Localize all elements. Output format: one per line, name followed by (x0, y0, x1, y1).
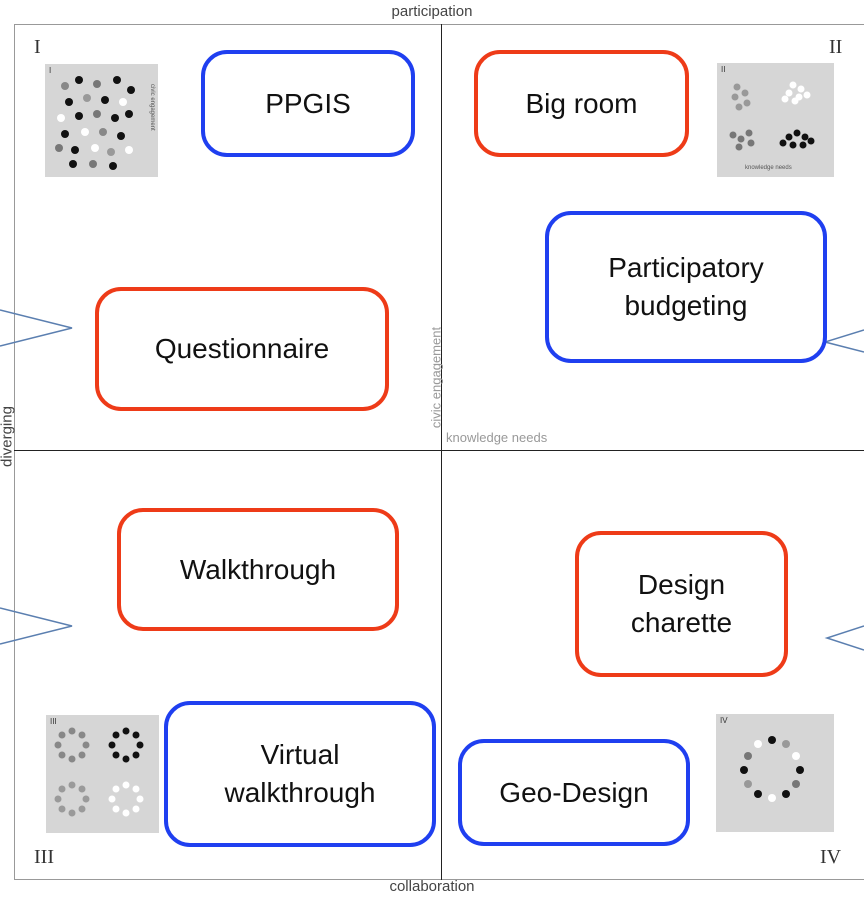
horizontal-divider (14, 450, 864, 451)
axis-label-bottom: collaboration (389, 878, 475, 895)
participatory-budgeting-box: Participatory budgeting (545, 211, 827, 363)
thumbnail-side-label-1: civic engagement (149, 84, 155, 131)
thumbnail-quadrant-2: II knowledge needs (717, 63, 834, 177)
quadrant-label-4: IV (820, 846, 842, 868)
single-ring-icon (740, 736, 804, 802)
ppgis-box: PPGIS (201, 50, 415, 157)
scatter-dots-icon (55, 76, 135, 170)
axis-label-top: participation (391, 3, 473, 20)
quadrant-label-2: II (829, 36, 843, 58)
thumbnail-label-2: II (721, 65, 726, 74)
callout-pointer-lower-left (0, 607, 73, 645)
diagram-frame (14, 24, 864, 880)
big-room-box: Big room (474, 50, 689, 157)
design-charette-box: Design charette (575, 531, 788, 677)
walkthrough-box: Walkthrough (117, 508, 399, 631)
cluster-dots-icon (729, 81, 815, 151)
ring-dots-icon (54, 727, 144, 817)
thumbnail-quadrant-3: III (46, 715, 159, 833)
thumbnail-bottom-label-2: knowledge needs (745, 165, 792, 171)
center-label-vertical: civic engagement (428, 326, 444, 429)
thumbnail-quadrant-4: IV (716, 714, 834, 832)
vertical-divider (441, 24, 442, 880)
thumbnail-quadrant-1: I civic engagement (45, 64, 158, 177)
thumbnail-label-1: I (49, 66, 52, 75)
quadrant-label-1: I (34, 36, 41, 58)
callout-pointer-lower-right (824, 625, 864, 651)
thumbnail-label-3: III (50, 717, 57, 726)
callout-pointer-upper-left (0, 309, 73, 347)
center-label-horizontal: knowledge needs (446, 430, 548, 445)
thumbnail-label-4: IV (720, 716, 728, 725)
virtual-walkthrough-box: Virtual walkthrough (164, 701, 436, 847)
geo-design-box: Geo-Design (458, 739, 690, 846)
quadrant-label-3: III (34, 846, 54, 868)
axis-label-left: diverging (0, 406, 16, 467)
questionnaire-box: Questionnaire (95, 287, 389, 411)
